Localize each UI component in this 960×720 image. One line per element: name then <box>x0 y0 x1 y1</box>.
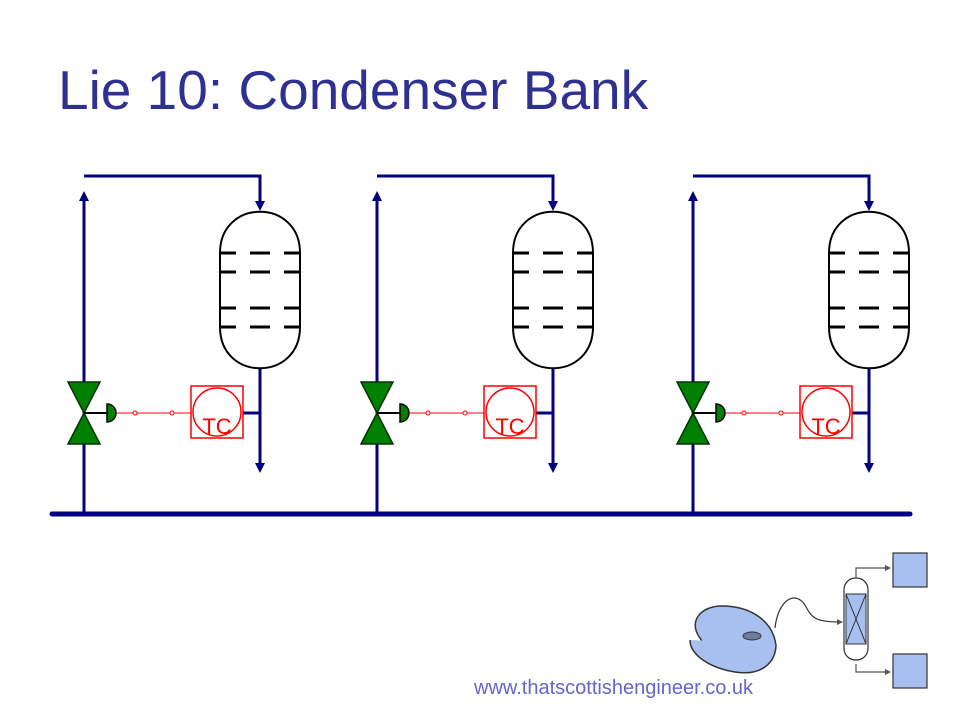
condenser-unit-3: TC <box>675 174 910 514</box>
slide-title: Lie 10: Condenser Bank <box>58 59 649 121</box>
condenser-unit-2: TC <box>359 174 594 514</box>
condenser-vessel <box>828 210 910 370</box>
control-valve <box>359 381 410 445</box>
condenser-vessel <box>219 210 301 370</box>
mouse-icon <box>689 605 777 674</box>
bottom-product-box <box>892 653 928 689</box>
temperature-controller: TC <box>799 385 853 439</box>
top-product-box <box>892 552 928 588</box>
control-valve <box>675 381 726 445</box>
column-outlet-lines <box>855 565 891 675</box>
temperature-controller: TC <box>483 385 537 439</box>
mouse-cable <box>774 597 843 629</box>
condenser-vessel <box>512 210 594 370</box>
control-valve <box>66 381 117 445</box>
controller-label: TC <box>202 414 231 439</box>
unit-piping <box>372 174 558 514</box>
temperature-controller: TC <box>190 385 244 439</box>
signal-line <box>116 410 191 416</box>
controller-label: TC <box>495 414 524 439</box>
controller-label: TC <box>811 414 840 439</box>
unit-piping <box>688 174 874 514</box>
unit-piping <box>79 174 265 514</box>
signal-line <box>409 410 484 416</box>
condenser-tube-lines <box>220 251 300 329</box>
signal-line <box>725 410 800 416</box>
condenser-unit-1: TC <box>66 174 301 514</box>
condenser-tube-lines <box>829 251 909 329</box>
footer-url[interactable]: www.thatscottishengineer.co.uk <box>474 677 754 699</box>
column-icon <box>843 577 869 661</box>
condenser-tube-lines <box>513 251 593 329</box>
